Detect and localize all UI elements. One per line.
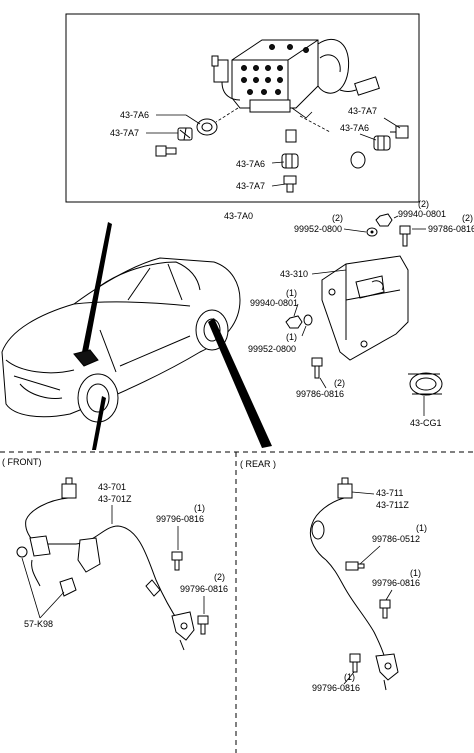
hcu-bracket[interactable] xyxy=(321,255,409,361)
label-front-sensor-pn1: 43-701 xyxy=(98,482,126,492)
label-hcu-a6-left: 43-7A6 xyxy=(120,110,149,120)
label-rear-bolt3-pn: 99796-0816 xyxy=(312,683,360,693)
label-hcu-assembly: 43-7A0 xyxy=(224,211,253,221)
front-bolt-2 xyxy=(197,615,209,635)
hcu-bolt-bottom xyxy=(283,175,297,193)
rear-wheel-sensor[interactable] xyxy=(310,477,399,691)
hcu-bolt-left xyxy=(155,145,177,157)
rear-pointer xyxy=(208,318,272,448)
rear-bolt-2 xyxy=(379,599,391,619)
hcu-mount-bottom-a6 xyxy=(281,153,299,169)
label-front-clip: 57-K98 xyxy=(24,619,53,629)
label-hcu-a7-bottom: 43-7A7 xyxy=(236,181,265,191)
front-section-title: ( FRONT) xyxy=(2,457,42,467)
nut-mid xyxy=(285,315,303,329)
label-hcu-a7-right: 43-7A7 xyxy=(348,106,377,116)
hcu-connector-left xyxy=(211,55,241,101)
label-rear-bolt2-pn: 99796-0816 xyxy=(372,578,420,588)
label-front-bolt1-qty: (1) xyxy=(194,503,205,513)
rear-bolt-1 xyxy=(345,561,365,571)
label-bolt-low-qty: (2) xyxy=(334,378,345,388)
hydraulic-unit[interactable] xyxy=(231,38,350,119)
washer-top xyxy=(366,227,378,237)
label-hcu-a7-left: 43-7A7 xyxy=(110,128,139,138)
label-front-bolt2-qty: (2) xyxy=(214,572,225,582)
label-washer-mid-qty: (1) xyxy=(286,332,297,342)
hcu-mount-right-a7 xyxy=(390,125,409,139)
front-bracket-clip xyxy=(16,535,101,597)
label-front-bolt1-pn: 99796-0816 xyxy=(156,514,204,524)
hcu-mount-left-a7 xyxy=(177,127,193,141)
label-nut-top-qty: (2) xyxy=(418,199,429,209)
label-clamp: 43-CG1 xyxy=(410,418,442,428)
label-rear-sensor-pn2: 43-711Z xyxy=(376,500,409,510)
label-front-sensor-pn2: 43-701Z xyxy=(98,494,132,504)
label-washer-mid-pn: 99952-0800 xyxy=(248,344,296,354)
hcu-mount-right-a6 xyxy=(373,135,391,151)
label-nut-top-pn: 99940-0801 xyxy=(398,209,446,219)
hcu-pointer xyxy=(82,222,112,352)
washer-mid xyxy=(303,314,313,326)
label-hcu-a6-right: 43-7A6 xyxy=(340,123,369,133)
hcu-mount-bottom-top xyxy=(285,129,297,143)
label-bolt-low-pn: 99786-0816 xyxy=(296,389,344,399)
label-rear-bolt1-qty: (1) xyxy=(416,523,427,533)
hcu-connector-right xyxy=(339,76,380,96)
front-bolt-1 xyxy=(171,551,183,571)
rear-section-title: ( REAR ) xyxy=(240,459,276,469)
label-nut-mid-qty: (1) xyxy=(286,288,297,298)
label-nut-mid-pn: 99940-0801 xyxy=(250,298,298,308)
label-washer-top-qty: (2) xyxy=(332,213,343,223)
label-hcu-a6-bottom: 43-7A6 xyxy=(236,159,265,169)
hcu-spacer-right xyxy=(350,151,366,169)
hcu-mount-left-a6 xyxy=(196,118,218,136)
hose-clamp xyxy=(408,372,443,396)
label-rear-sensor-pn1: 43-711 xyxy=(376,488,403,498)
car-illustration xyxy=(1,257,241,423)
nut-top xyxy=(375,213,393,227)
label-bolt-top-qty: (2) xyxy=(462,213,473,223)
bolt-top xyxy=(399,225,411,247)
label-rear-bolt2-qty: (1) xyxy=(410,568,421,578)
label-washer-top-pn: 99952-0800 xyxy=(294,224,342,234)
label-front-bolt2-pn: 99796-0816 xyxy=(180,584,228,594)
hcu-group-frame xyxy=(65,13,420,203)
rear-bolt-3 xyxy=(349,653,361,673)
front-pointer xyxy=(92,396,106,450)
label-bracket: 43-310 xyxy=(280,269,308,279)
label-bolt-top-pn: 99786-0816 xyxy=(428,224,474,234)
label-rear-bolt1-pn: 99786-0512 xyxy=(372,534,420,544)
bolt-low xyxy=(311,357,323,379)
